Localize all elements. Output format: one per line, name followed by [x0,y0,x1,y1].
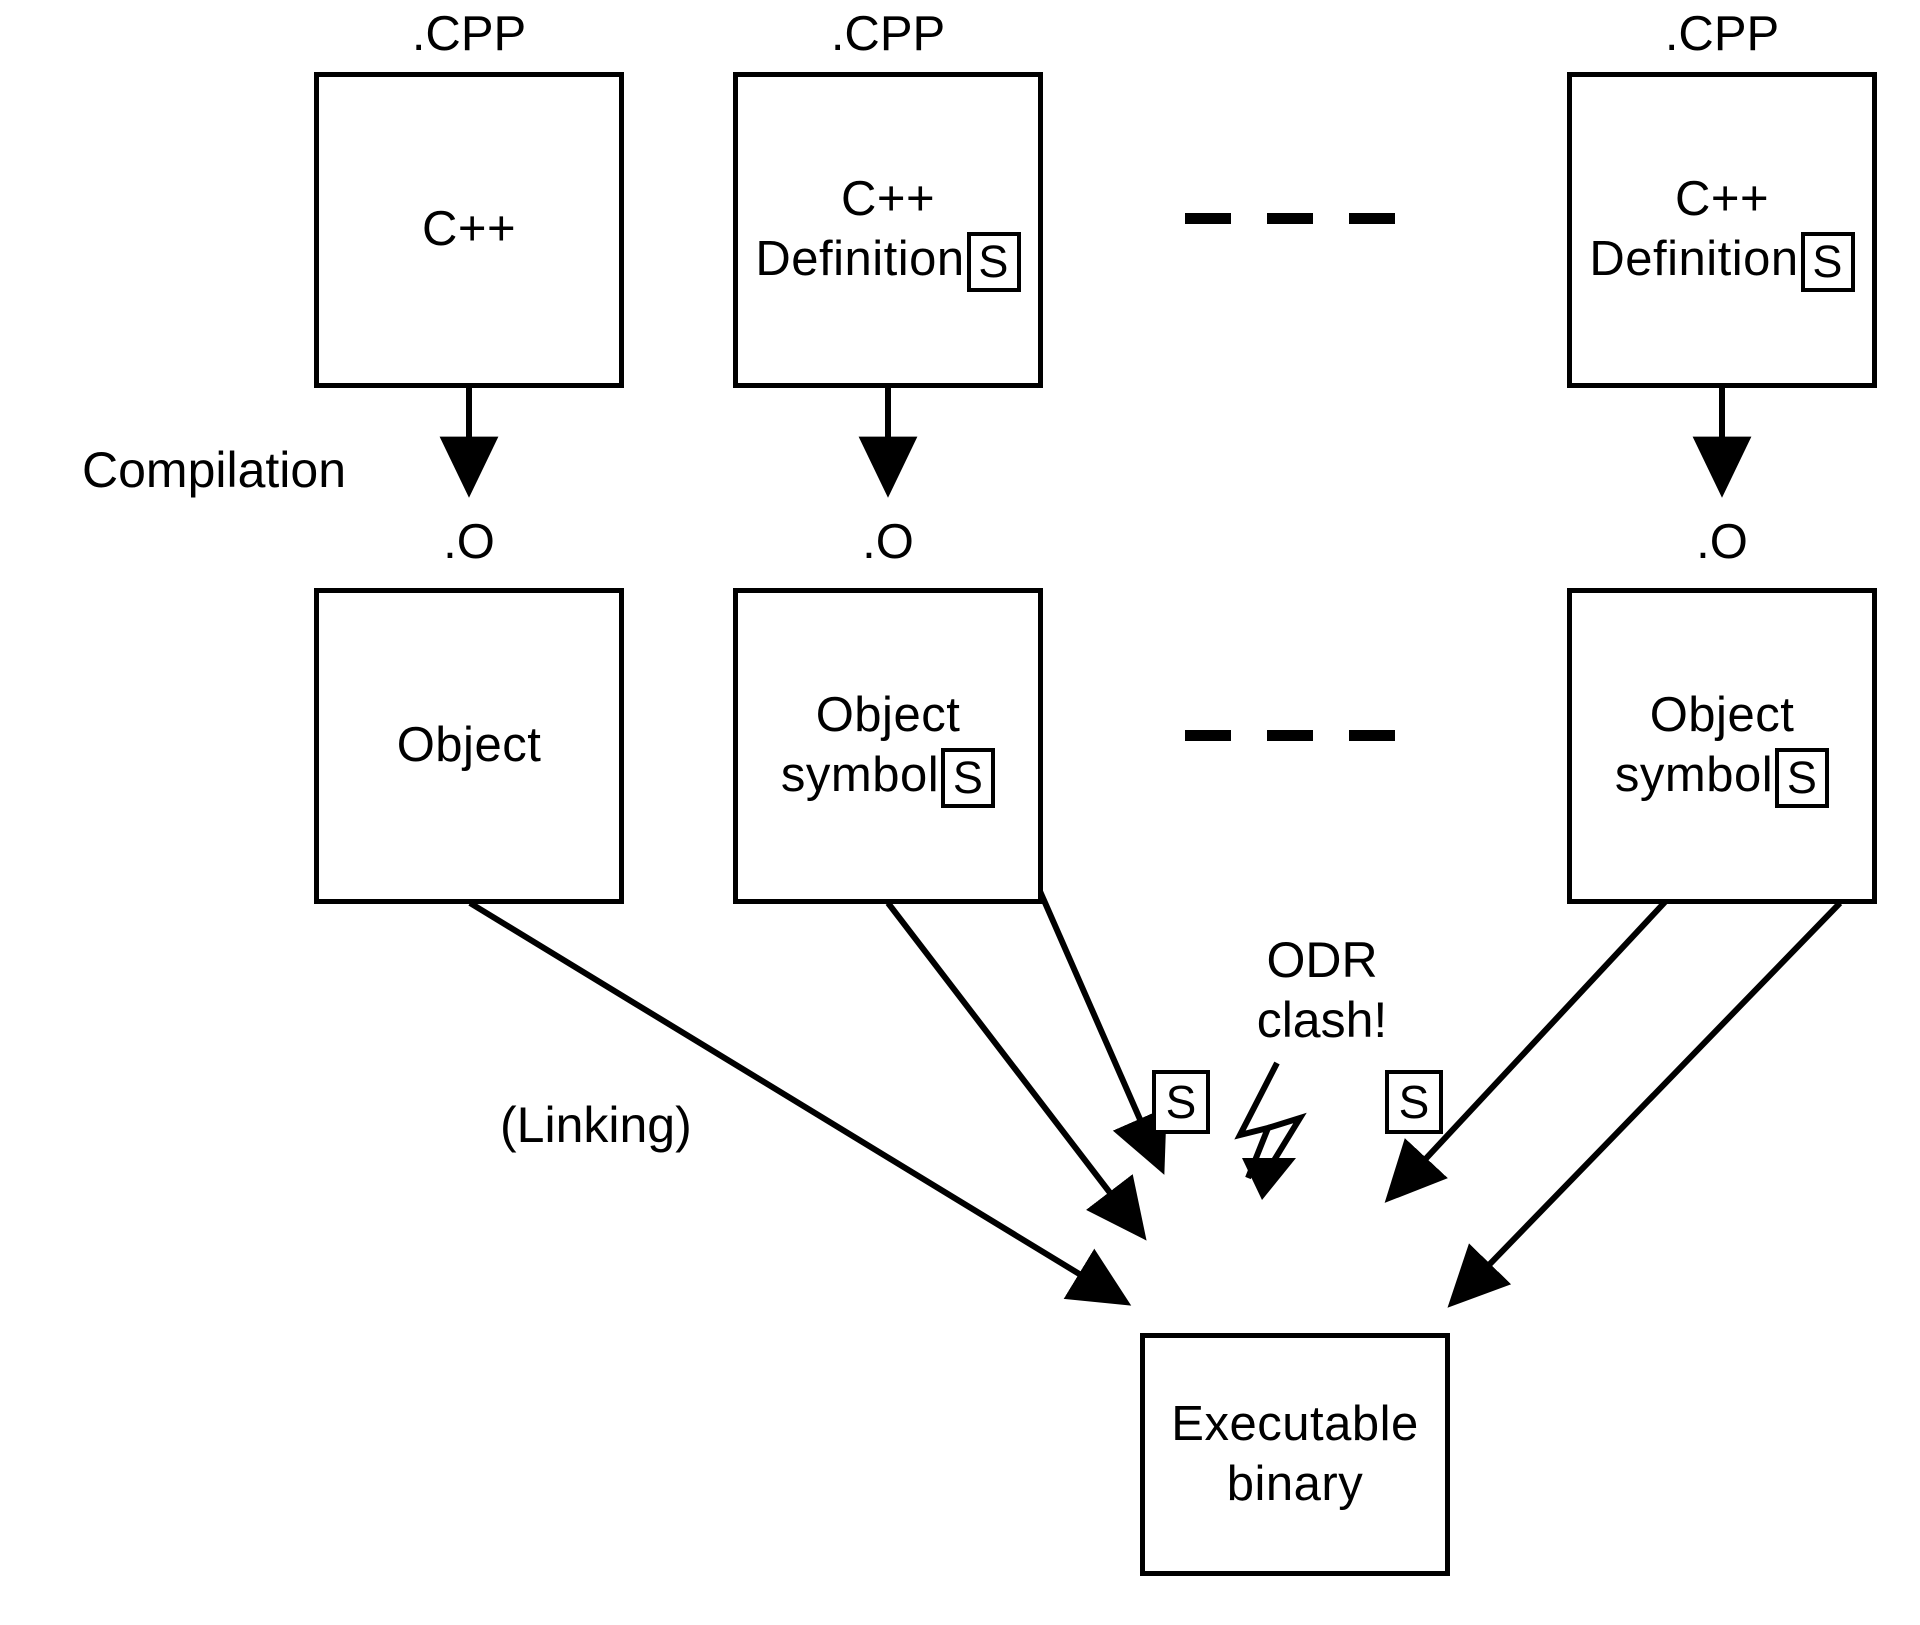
source-box-3-line2: Definition [1589,231,1799,286]
ellipsis-dash [1185,213,1231,224]
object-box-2-line1: Object [815,688,961,743]
executable-binary-text: Executable binary [1171,1395,1418,1515]
ellipsis-dash [1185,730,1231,741]
object-box-3-line1: Object [1649,688,1795,743]
executable-line1: Executable [1171,1396,1419,1451]
source-box-2-line2: Definition [755,231,965,286]
ellipsis-dash [1267,730,1313,741]
lightning-bolt-icon [1234,1061,1307,1200]
object-cap-3: .O [1696,515,1748,569]
source-box-3-text: C++ Definition S [1589,170,1855,292]
object-box-3-text: Object symbol S [1614,686,1830,808]
object-box-plain[interactable]: Object [314,588,624,904]
linking-label: (Linking) [500,1097,692,1153]
object-box-1-line1: Object [396,718,542,773]
ellipsis-dash [1349,213,1395,224]
odr-clash-line1: ODR [1266,932,1378,988]
clash-symbol-chip-right: S [1385,1070,1443,1134]
source-cap-3: .CPP [1664,7,1780,61]
source-box-1-text: C++ [422,200,516,260]
symbol-chip-source-a: S [966,231,1021,292]
symbol-chip-object-b: S [1775,747,1830,808]
odr-clash-line2: clash! [1256,992,1388,1048]
source-box-1-line1: C++ [421,202,517,257]
object-box-3-line2: symbol [1614,747,1774,802]
odr-clash-label: ODR clash! [1232,930,1412,1050]
link-line-object4-body [1447,900,1843,1308]
object-cap-1: .O [443,515,495,569]
object-box-symbol-a[interactable]: Object symbol S [733,588,1043,904]
clash-symbol-chip-left: S [1152,1070,1210,1134]
ellipsis-dash [1267,213,1313,224]
object-box-1-text: Object [397,716,542,776]
executable-line2: binary [1226,1456,1364,1511]
object-box-symbol-b[interactable]: Object symbol S [1567,588,1877,904]
symbol-chip-object-a: S [941,747,996,808]
source-box-definition-a[interactable]: C++ Definition S [733,72,1043,388]
source-row-ellipsis [1185,213,1395,224]
symbol-chip-source-b: S [1800,231,1855,292]
source-cap-2: .CPP [830,7,946,61]
object-box-2-line2: symbol [780,747,940,802]
source-box-2-text: C++ Definition S [755,170,1021,292]
object-box-2-text: Object symbol S [780,686,996,808]
source-box-3-line1: C++ [1674,172,1770,227]
object-cap-2: .O [862,515,914,569]
compilation-label: Compilation [82,442,347,498]
executable-binary-box[interactable]: Executable binary [1140,1333,1450,1576]
source-cap-1: .CPP [411,7,527,61]
object-row-ellipsis [1185,730,1395,741]
source-box-2-line1: C++ [840,172,936,227]
source-box-definition-b[interactable]: C++ Definition S [1567,72,1877,388]
source-box-cpp-plain[interactable]: C++ [314,72,624,388]
ellipsis-dash [1349,730,1395,741]
link-line-object2-body [885,901,1147,1241]
